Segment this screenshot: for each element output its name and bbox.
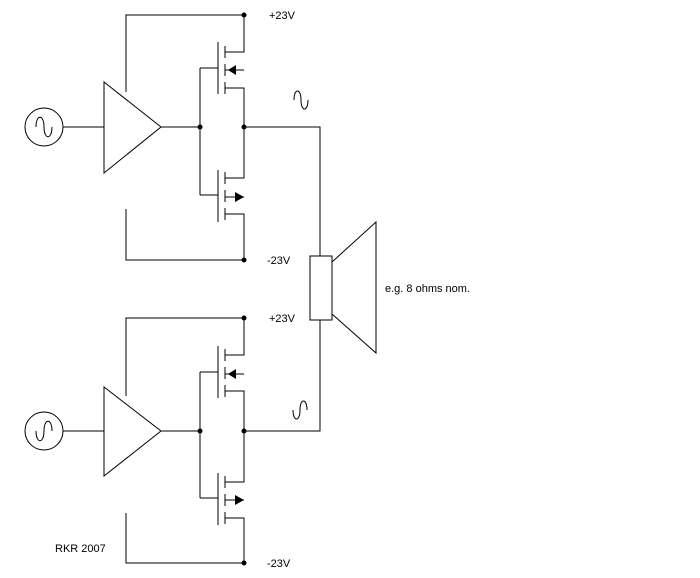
upper-positive-rail-label: +23V [269,10,296,22]
lower-high-side-mosfet-icon [200,318,245,431]
upper-high-side-mosfet-icon [200,15,245,127]
lower-sine-source-icon [24,411,64,451]
lower-amplifier-icon [103,385,162,478]
lower-phase-inverted-sine-wave-icon [292,400,308,420]
loudspeaker-icon [309,220,377,355]
upper-phase-sine-wave-icon [293,90,309,110]
upper-negative-rail-label: -23V [267,255,291,267]
lower-positive-rail-label: +23V [269,313,296,325]
upper-amplifier-stage [24,12,321,263]
lower-low-side-mosfet-icon [200,431,245,563]
lower-negative-rail-label: -23V [267,558,291,570]
upper-sine-source-icon [24,107,64,147]
upper-amplifier-icon [103,80,162,175]
speaker-impedance-note: e.g. 8 ohms nom. [385,283,470,295]
upper-low-side-mosfet-icon [200,127,245,260]
credit-label: RKR 2007 [55,543,106,555]
lower-amplifier-stage [24,315,321,566]
